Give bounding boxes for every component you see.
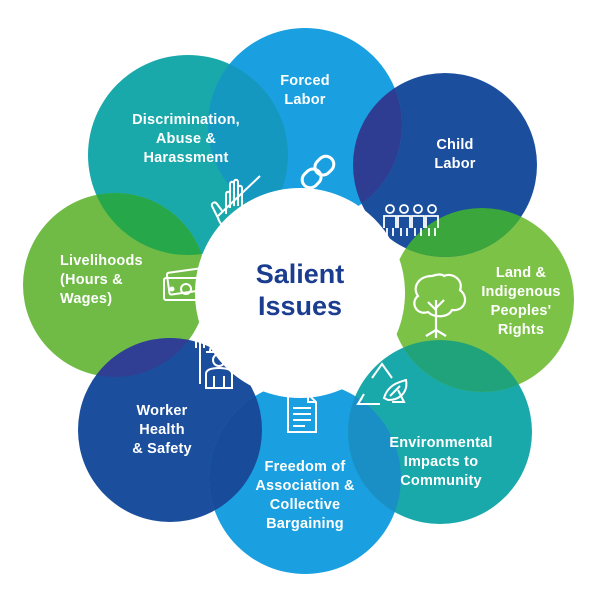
tree-icon (413, 273, 467, 338)
center-hole (195, 188, 405, 398)
label-worker-health-safety: Worker Health & Safety (132, 403, 192, 457)
chain-link-icon (300, 154, 336, 190)
document-icon (287, 393, 317, 433)
label-freedom-of-association: Freedom of Association & Collective Barg… (255, 459, 355, 532)
label-environmental-impacts: Environmental Impacts to Community (389, 435, 493, 489)
label-livelihoods: Livelihoods (Hours & Wages) (60, 253, 143, 307)
money-icon (163, 266, 213, 301)
label-forced-labor: Forced Labor (280, 73, 330, 108)
recycle-leaf-icon (356, 362, 408, 405)
label-land-rights: Land & Indigenous Peoples' Rights (481, 265, 561, 338)
label-discrimination: Discrimination, Abuse & Harassment (132, 112, 240, 166)
page-title: Salient Issues (255, 259, 345, 321)
no-hand-icon (210, 175, 261, 230)
children-group-icon (383, 204, 439, 236)
label-child-labor: Child Labor (434, 137, 476, 172)
farmer-icon (195, 340, 233, 389)
